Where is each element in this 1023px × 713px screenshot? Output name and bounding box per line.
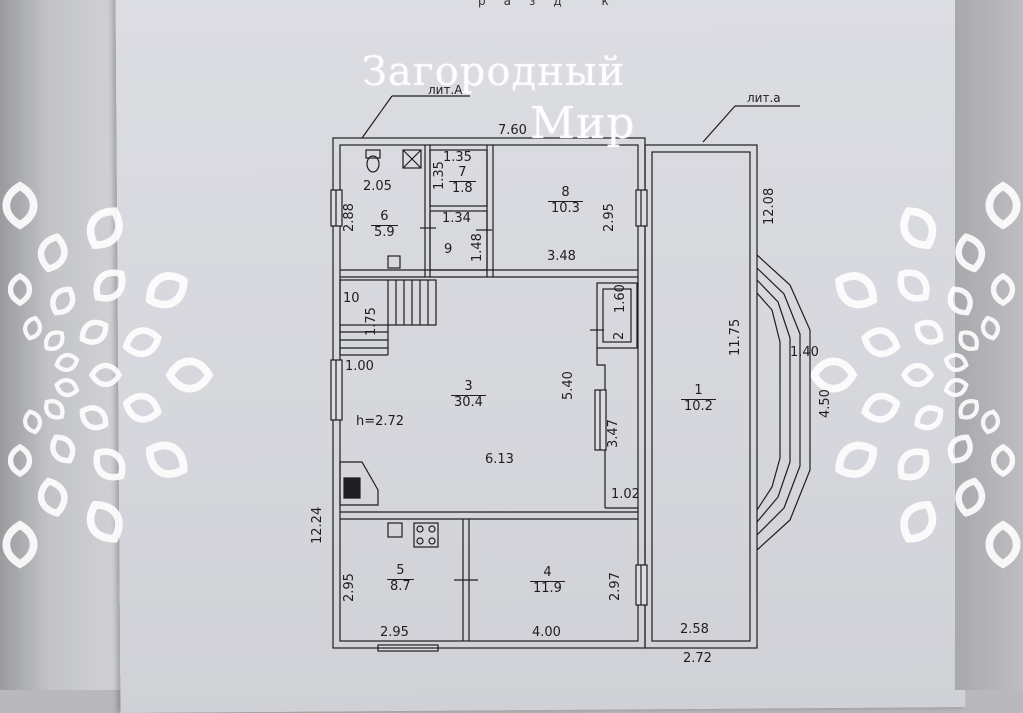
room-area: 1.8	[452, 180, 473, 196]
room-number: 4	[530, 565, 565, 582]
room-8: 8 10.3	[548, 185, 583, 217]
room-area: 11.9	[533, 580, 562, 596]
dim-room5-height: 2.95	[342, 573, 357, 602]
ornament-right-icon	[814, 186, 1017, 564]
dim-top-width: 7.60	[498, 123, 527, 138]
boiler-icon	[402, 149, 422, 169]
dim-bay-width: 4.50	[818, 389, 833, 418]
leader-lit-a2	[702, 105, 736, 143]
toilet-icon	[365, 149, 381, 173]
dim-room9-width: 1.34	[442, 211, 471, 226]
room9-box	[429, 210, 488, 271]
stove-icon	[413, 522, 439, 548]
room-number: 7	[449, 165, 476, 182]
room-area: 8.7	[390, 578, 411, 594]
room-10-number: 10	[343, 291, 360, 306]
dim-hall-height: 5.40	[561, 371, 576, 400]
dim-veranda-length: 12.08	[762, 187, 777, 225]
dim-bay-depth: 1.40	[790, 345, 819, 360]
dim-room1-length: 11.75	[728, 318, 743, 356]
label-lit-a: лит.А	[428, 83, 463, 97]
windows	[330, 189, 648, 652]
dim-room5-width: 2.95	[380, 625, 409, 640]
room-9-number: 9	[444, 242, 453, 257]
dim-room8-width: 3.48	[547, 249, 576, 264]
dim-room6-height: 2.88	[342, 203, 357, 232]
door-marks	[420, 227, 604, 581]
dim-veranda-outer-width: 2.72	[683, 651, 712, 666]
dim-total-length: 12.24	[310, 506, 325, 544]
dim-room7-height: 1.35	[432, 161, 447, 190]
room-number: 6	[371, 209, 398, 226]
room-5: 5 8.7	[387, 563, 414, 595]
watermark-line1: Загородный	[362, 49, 626, 95]
room-4: 4 11.9	[530, 565, 565, 597]
inner-wall-veranda	[651, 151, 751, 642]
dim-room8-height: 2.95	[602, 203, 617, 232]
room-number: 1	[681, 383, 716, 400]
room-7: 7 1.8	[449, 165, 476, 197]
room-number: 5	[387, 563, 414, 580]
dim-hall-width: 6.13	[485, 452, 514, 467]
stairs	[339, 279, 437, 356]
dim-room4-height: 2.97	[608, 572, 623, 601]
dim-room9-height: 1.48	[470, 233, 485, 262]
room-area: 5.9	[374, 224, 395, 240]
dim-stairs-height: 1.75	[364, 307, 379, 336]
room-area: 30.4	[454, 394, 483, 410]
room-number: 8	[548, 185, 583, 202]
ornament-left-icon	[6, 186, 209, 564]
room-3: 3 30.4	[451, 379, 486, 411]
dim-hall-step: 3.47	[606, 419, 621, 448]
room-1: 1 10.2	[681, 383, 716, 415]
bay-window	[756, 254, 811, 551]
paper-right-edge	[955, 0, 1023, 690]
dim-veranda-inner-width: 2.58	[680, 622, 709, 637]
label-lit-a2: лит.а	[747, 91, 781, 105]
room2-box	[596, 282, 638, 349]
room-number: 3	[451, 379, 486, 396]
dim-step-width: 1.02	[611, 487, 640, 502]
dim-stairs-width: 1.00	[345, 359, 374, 374]
dim-room2-height: 1.60	[613, 284, 628, 313]
room-area: 10.2	[684, 398, 713, 414]
dim-room6-width: 2.05	[363, 179, 392, 194]
dim-room4-width: 4.00	[532, 625, 561, 640]
watermark-line2: Мир	[530, 98, 636, 149]
room7-box	[429, 149, 488, 207]
fireplace-icon	[339, 461, 379, 506]
sink-icon	[387, 255, 401, 269]
room-2-number: 2	[612, 331, 627, 340]
dim-ceiling-height: h=2.72	[356, 414, 405, 429]
room-area: 10.3	[551, 200, 580, 216]
outer-wall-veranda	[644, 144, 758, 649]
floor-plan	[0, 95, 1023, 652]
kitchen-sink-icon	[387, 522, 403, 538]
room-6: 6 5.9	[371, 209, 398, 241]
leader-lit-a	[361, 95, 393, 139]
header-cut-text: разд к	[478, 0, 627, 8]
dim-room7-width: 1.35	[443, 150, 472, 165]
